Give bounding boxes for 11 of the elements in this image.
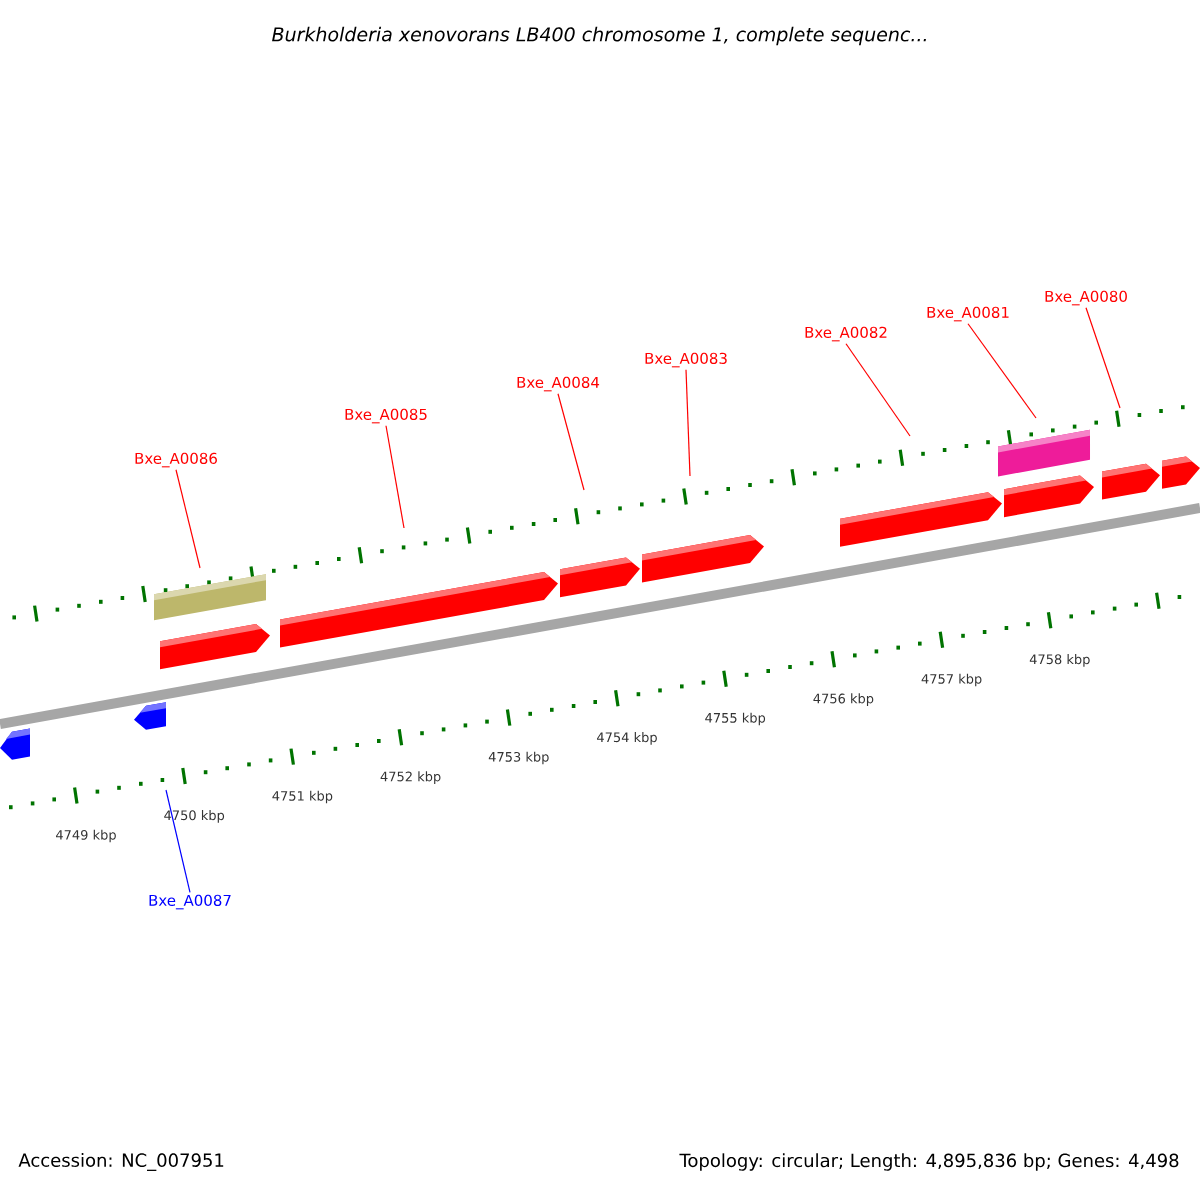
title: Burkholderia xenovorans LB400 chromosome 1, complete sequenc...: [272, 26, 926, 46]
accession-text: Accession: NC_007951: [18, 1153, 224, 1171]
leader-line: [385, 425, 405, 529]
genome-info-text: Topology: circular; Length: 4,895,836 bp; Genes: 4,498: [679, 1153, 1179, 1171]
leader-line: [685, 369, 691, 477]
leader-line: [165, 789, 191, 893]
leader-line: [175, 469, 201, 569]
leader-line: [557, 393, 585, 491]
leader-line: [1085, 307, 1121, 409]
leader-line: [845, 343, 911, 437]
leader-line: [967, 323, 1037, 419]
